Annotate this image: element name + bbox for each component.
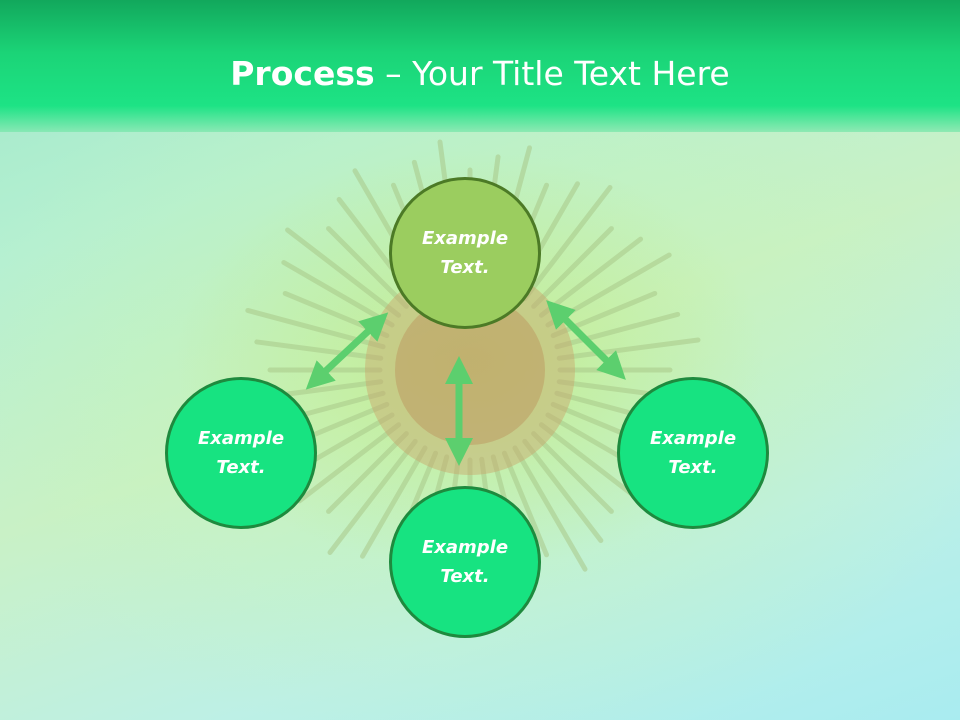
arrow-top-left: [305, 312, 389, 390]
virus-spike: [327, 438, 418, 555]
node-left-line2: Text.: [216, 457, 266, 478]
node-bottom-line1: Example: [421, 537, 509, 558]
title-bar: [0, 0, 960, 132]
virus-spike: [531, 226, 614, 309]
virus-spike: [522, 185, 613, 302]
node-bottom-line2: Text.: [440, 566, 490, 587]
virus-spike: [326, 226, 409, 309]
node-right-line2: Text.: [668, 457, 718, 478]
title-rest: – Your Title Text Here: [374, 54, 730, 93]
virus-spike: [360, 445, 428, 559]
virus-spike: [501, 450, 550, 558]
title-bold: Process: [230, 54, 375, 93]
virus-spike: [512, 445, 588, 572]
virus-spike: [296, 422, 402, 504]
slide-title: Process – Your Title Text Here: [0, 52, 960, 96]
virus-spike: [522, 438, 604, 544]
node-left-line1: Example: [197, 428, 285, 449]
virus-spike: [326, 431, 409, 514]
virus-spike: [285, 227, 402, 318]
node-right-line1: Example: [649, 428, 737, 449]
node-top-line2: Text.: [440, 257, 490, 278]
arrow-top-right: [546, 300, 626, 380]
node-top-line1: Example: [421, 228, 509, 249]
virus-spike: [531, 431, 614, 514]
